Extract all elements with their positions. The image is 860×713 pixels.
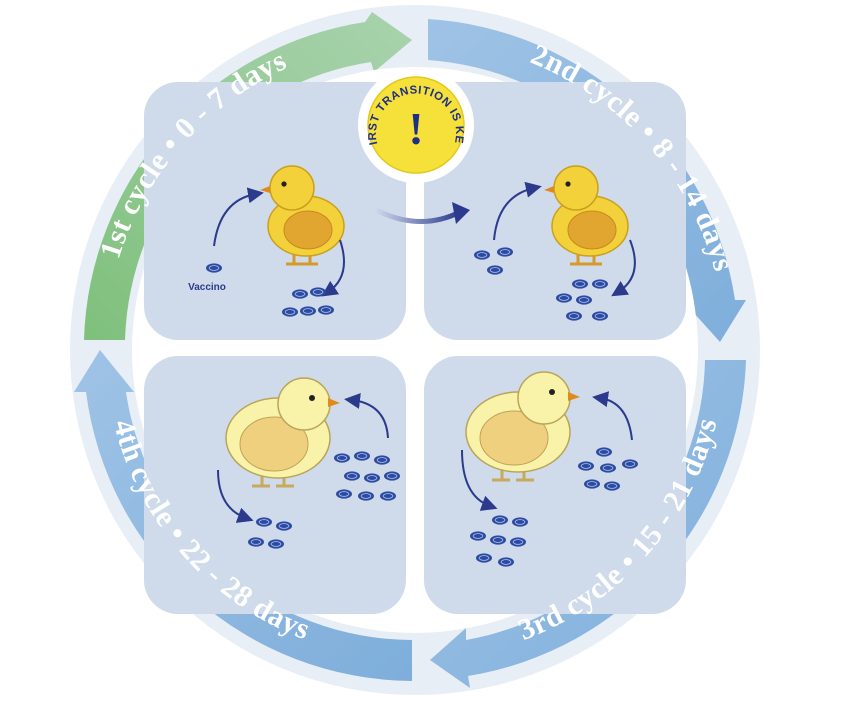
q1-content: Vaccino (188, 164, 346, 318)
exclamation-icon: ! (408, 103, 423, 154)
quadrant-4th (144, 356, 406, 614)
transition-arrow-head (452, 202, 470, 224)
shed-arrow (461, 449, 498, 511)
ingest-arrow (592, 391, 633, 441)
q4-content (217, 376, 401, 550)
transition-arrow (374, 207, 462, 224)
vaccine-label: Vaccino (188, 282, 226, 293)
ingest-arrow (493, 181, 542, 241)
q2-content (473, 164, 636, 322)
shed-arrow (217, 469, 254, 523)
ingest-arrow (344, 392, 389, 439)
quadrant-2nd (424, 82, 686, 340)
ingest-arrow (213, 187, 264, 247)
shed-arrow (611, 239, 636, 297)
shed-arrow (321, 239, 345, 297)
oocyst-icon (205, 262, 223, 274)
cycle-arrow-4th (74, 350, 412, 681)
q3-content (461, 370, 639, 568)
